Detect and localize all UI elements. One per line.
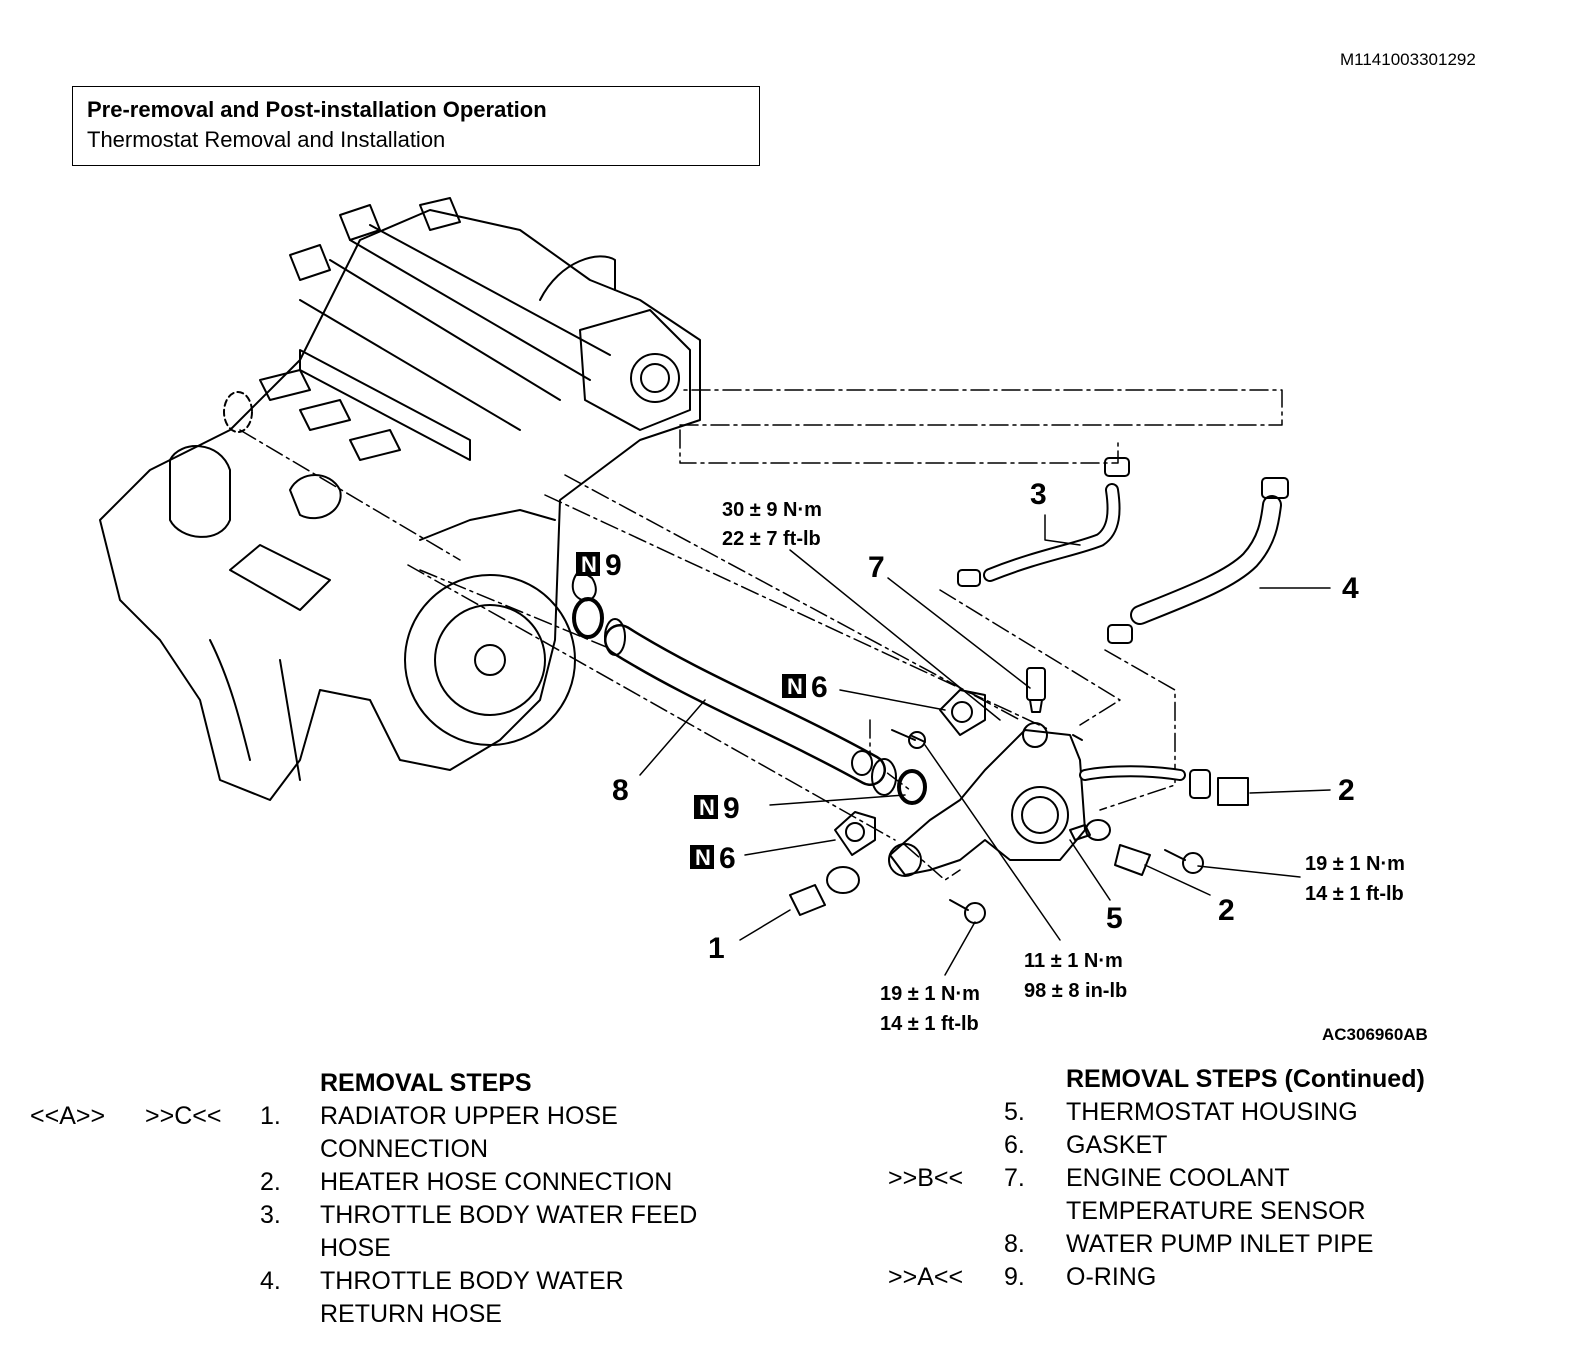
torque-spec-2-metric: 19 ± 1 N·m xyxy=(1305,853,1405,875)
step-number: 9. xyxy=(1004,1263,1025,1291)
step-text: HEATER HOSE CONNECTION xyxy=(320,1168,673,1196)
removal-steps-continued-heading: REMOVAL STEPS (Continued) xyxy=(1066,1065,1425,1093)
n-badge-9-upper xyxy=(576,552,600,576)
torque-spec-4-imperial: 14 ± 1 ft-lb xyxy=(880,1013,979,1035)
callout-2-lower: 2 xyxy=(1218,894,1235,927)
n-badge-letter: N xyxy=(787,674,803,699)
step-number: 8. xyxy=(1004,1230,1025,1258)
callout-9-lower: 9 xyxy=(723,792,740,825)
water-pump-inlet-pipe xyxy=(604,618,897,796)
n-badge-letter: N xyxy=(699,795,715,820)
alignment-lines xyxy=(239,389,1283,881)
thermostat-housing xyxy=(888,722,1186,877)
list-item: >>B<< 7. ENGINE COOLANT xyxy=(888,1162,1538,1195)
callout-2-upper: 2 xyxy=(1338,774,1355,807)
list-item: 6. GASKET xyxy=(888,1129,1538,1162)
service-mark: >>B<< xyxy=(888,1164,964,1192)
gasket-lower xyxy=(834,811,876,856)
step-text: TEMPERATURE SENSOR xyxy=(1066,1197,1366,1225)
step-text: GASKET xyxy=(1066,1131,1168,1159)
list-item: HOSE xyxy=(30,1232,750,1265)
engine-illustration xyxy=(99,197,701,801)
step-text: RETURN HOSE xyxy=(320,1300,502,1328)
step-text: O-RING xyxy=(1066,1263,1157,1291)
callout-7: 7 xyxy=(868,551,885,584)
removal-steps-list: REMOVAL STEPS <<A>> >>C<< 1. RADIATOR UP… xyxy=(30,1067,750,1331)
callout-1: 1 xyxy=(708,932,725,965)
n-badge-letter: N xyxy=(695,845,711,870)
torque-spec-1-metric: 30 ± 9 N·m xyxy=(722,499,822,521)
coolant-temperature-sensor xyxy=(1026,667,1046,713)
throttle-body-water-feed-hose xyxy=(957,457,1130,587)
list-item: 8. WATER PUMP INLET PIPE xyxy=(888,1228,1538,1261)
step-text: ENGINE COOLANT xyxy=(1066,1164,1290,1192)
list-item: CONNECTION xyxy=(30,1133,750,1166)
removal-steps-heading: REMOVAL STEPS xyxy=(320,1069,532,1097)
service-mark: >>A<< xyxy=(888,1263,964,1291)
list-item: <<A>> >>C<< 1. RADIATOR UPPER HOSE xyxy=(30,1100,750,1133)
step-text: CONNECTION xyxy=(320,1135,489,1163)
step-text: THROTTLE BODY WATER FEED xyxy=(320,1201,698,1229)
step-number: 5. xyxy=(1004,1098,1025,1126)
o-ring-lower xyxy=(897,769,927,805)
service-mark: <<A>> xyxy=(30,1102,106,1130)
hose-clamps xyxy=(789,750,1249,916)
step-number: 7. xyxy=(1004,1164,1025,1192)
n-badge-6-upper xyxy=(782,674,806,698)
callout-6-lower: 6 xyxy=(719,842,736,875)
list-item: >>A<< 9. O-RING xyxy=(888,1261,1538,1294)
figure-reference: AC306960AB xyxy=(1322,1025,1428,1044)
callout-5: 5 xyxy=(1106,902,1123,935)
title-box: Pre-removal and Post-installation Operat… xyxy=(72,86,760,166)
torque-spec-1-imperial: 22 ± 7 ft-lb xyxy=(722,528,821,550)
step-number: 2. xyxy=(260,1168,281,1196)
list-item: 4. THROTTLE BODY WATER xyxy=(30,1265,750,1298)
list-item: 2. HEATER HOSE CONNECTION xyxy=(30,1166,750,1199)
step-number: 4. xyxy=(260,1267,281,1295)
step-number: 6. xyxy=(1004,1131,1025,1159)
bolt-group xyxy=(891,729,1204,924)
step-text: HOSE xyxy=(320,1234,391,1262)
callout-3: 3 xyxy=(1030,478,1047,511)
title-line-2: Thermostat Removal and Installation xyxy=(87,127,446,152)
torque-spec-4-metric: 19 ± 1 N·m xyxy=(880,983,980,1005)
callout-4: 4 xyxy=(1342,572,1359,605)
callout-leaders xyxy=(639,514,1331,976)
list-item: TEMPERATURE SENSOR xyxy=(888,1195,1538,1228)
step-text: RADIATOR UPPER HOSE xyxy=(320,1102,618,1130)
step-number: 3. xyxy=(260,1201,281,1229)
o-ring-upper xyxy=(572,597,604,639)
callout-6-upper: 6 xyxy=(811,671,828,704)
step-text: WATER PUMP INLET PIPE xyxy=(1066,1230,1374,1258)
torque-spec-2-imperial: 14 ± 1 ft-lb xyxy=(1305,883,1404,905)
throttle-body-water-return-hose xyxy=(1107,477,1289,644)
title-line-1: Pre-removal and Post-installation Operat… xyxy=(87,97,547,122)
document-id: M1141003301292 xyxy=(1340,50,1476,69)
list-item: 5. THERMOSTAT HOUSING xyxy=(888,1096,1538,1129)
step-text: THROTTLE BODY WATER xyxy=(320,1267,624,1295)
torque-spec-3-metric: 11 ± 1 N·m xyxy=(1024,950,1123,972)
step-number: 1. xyxy=(260,1102,281,1130)
n-badge-6-lower xyxy=(690,845,714,869)
step-text: THERMOSTAT HOUSING xyxy=(1066,1098,1358,1126)
callout-9-upper: 9 xyxy=(605,549,622,582)
list-item: RETURN HOSE xyxy=(30,1298,750,1331)
n-badge-letter: N xyxy=(581,552,597,577)
removal-steps-continued-list: REMOVAL STEPS (Continued) 5. THERMOSTAT … xyxy=(888,1063,1538,1294)
callout-8: 8 xyxy=(612,774,629,807)
service-mark: >>C<< xyxy=(145,1102,222,1130)
torque-spec-3-imperial: 98 ± 8 in-lb xyxy=(1024,980,1127,1002)
n-badge-9-lower xyxy=(694,795,718,819)
list-item: 3. THROTTLE BODY WATER FEED xyxy=(30,1199,750,1232)
